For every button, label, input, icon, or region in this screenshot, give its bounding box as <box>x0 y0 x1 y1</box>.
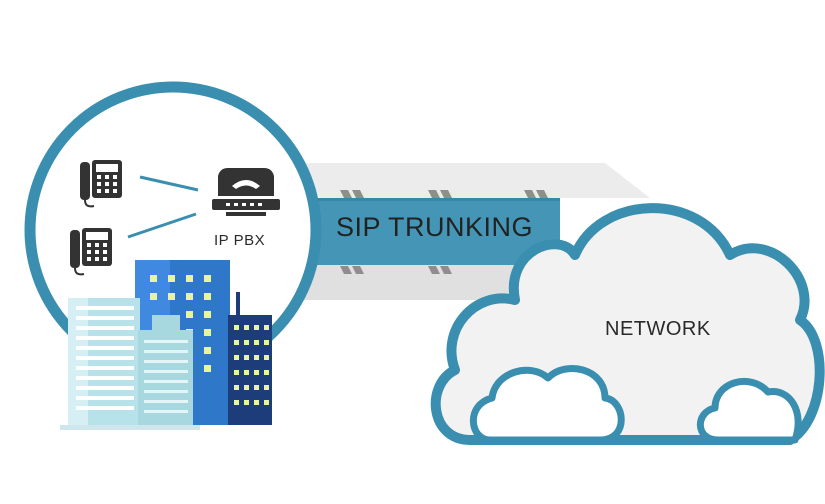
cloud-icon <box>430 203 825 445</box>
trunk-label: SIP TRUNKING <box>336 212 534 242</box>
trunk-arrows <box>340 190 548 274</box>
pbx-label: IP PBX <box>214 232 266 249</box>
trunk-pipe <box>292 163 650 300</box>
office-buildings-icon <box>60 260 272 430</box>
network-label: NETWORK <box>605 318 711 340</box>
desk-phone-icon <box>70 228 112 276</box>
ip-pbx-icon <box>212 168 280 216</box>
phone-links <box>127 175 199 239</box>
desk-phone-icon <box>80 160 122 208</box>
